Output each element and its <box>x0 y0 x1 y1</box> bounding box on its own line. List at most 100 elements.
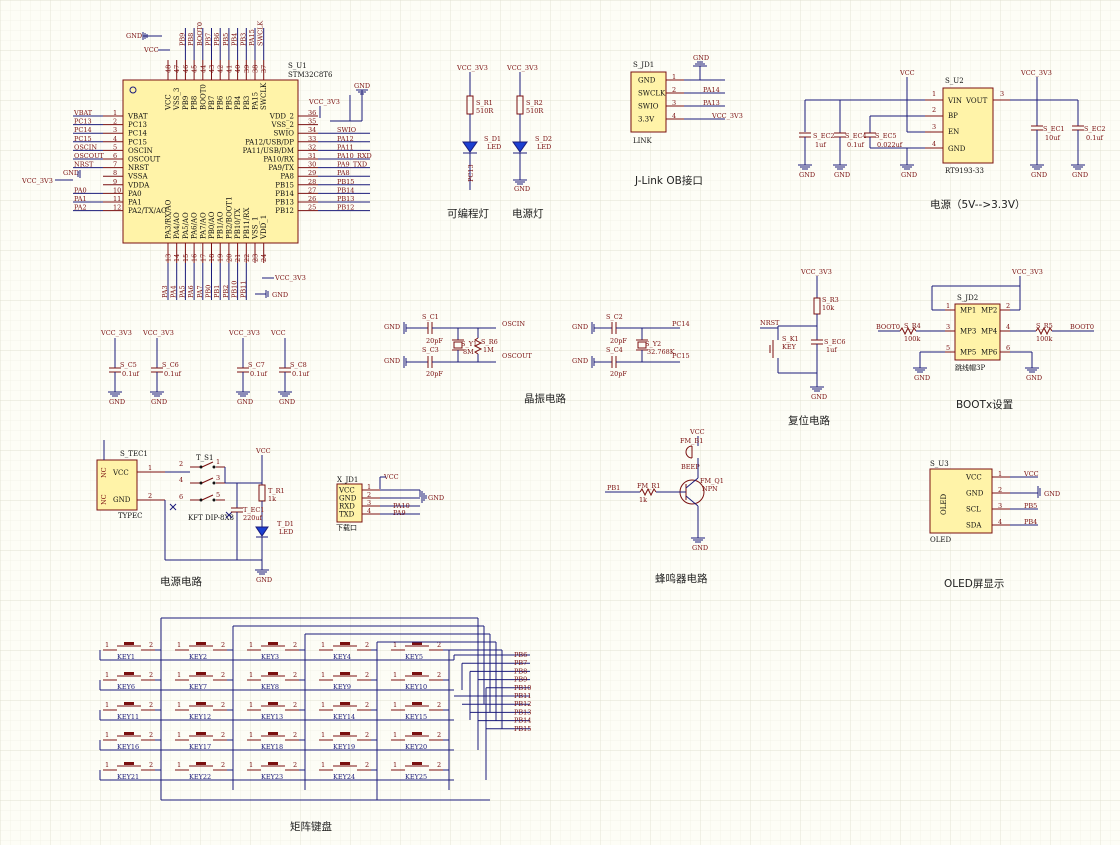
uart-pin-name: GND <box>339 495 357 503</box>
buzzer-icon[interactable] <box>685 445 693 459</box>
key-label: KEY11 <box>117 713 139 721</box>
key-label: KEY22 <box>189 773 211 781</box>
reset-key-val: KEY <box>782 343 797 351</box>
led2-diode-icon[interactable] <box>512 141 528 153</box>
boot-r4-val: 100k <box>904 335 920 343</box>
net-label: PB0 <box>205 285 213 298</box>
net-label: PB4 <box>1024 518 1037 526</box>
uart-connector[interactable] <box>336 483 363 523</box>
boot-net-right: BOOT0 <box>1070 323 1094 331</box>
reg-cap2-val: 0.022uf <box>877 141 903 149</box>
boot-pin-num: 3 <box>946 323 950 331</box>
crystal-icon[interactable] <box>453 341 463 349</box>
mcu-body[interactable] <box>122 79 299 244</box>
reg-pin-bp: BP <box>948 112 958 120</box>
mcu-pin-name: PA2/TX/AO <box>128 207 167 215</box>
key-pin: 1 <box>321 701 325 709</box>
reg-cap2-ref: S_EC5 <box>875 132 897 140</box>
oled-display[interactable] <box>929 468 993 534</box>
boot-jumper[interactable] <box>954 303 1001 361</box>
mcu-pin-num: 23 <box>252 254 260 262</box>
net-label: PB7 <box>205 33 213 46</box>
mcu-pin-name: PB12 <box>275 207 294 215</box>
keypad-net: PB15 <box>514 725 531 733</box>
cap-val: 0.1uf <box>164 370 182 378</box>
buzzer-r-val: 1k <box>639 496 647 504</box>
mcu-pin-name: PC15 <box>128 138 147 146</box>
dip-switch-lever[interactable] <box>201 494 214 501</box>
cap-net: VCC <box>270 329 286 337</box>
mcu-pin-num: 25 <box>308 204 316 212</box>
mcu-pin-num: 14 <box>173 254 181 262</box>
cap-val: 0.1uf <box>292 370 310 378</box>
key-pin: 2 <box>293 731 297 739</box>
keypad-net: PB7 <box>514 659 527 667</box>
key-pin: 1 <box>177 761 181 769</box>
mcu-pin-name: PC14 <box>128 130 148 138</box>
boot-gnd-left: GND <box>914 374 930 382</box>
net-label: PA4 <box>170 285 178 298</box>
dip-switch-lever[interactable] <box>201 461 214 468</box>
feedback-resistor[interactable] <box>473 337 483 355</box>
mcu-ref: S_U1 <box>288 62 307 70</box>
led1-diode-icon[interactable] <box>462 141 478 153</box>
buzzer-ref: FM_B1 <box>680 437 703 445</box>
crystal-val: 32.768K <box>647 348 675 356</box>
key-pin: 1 <box>177 701 181 709</box>
regulator-ic[interactable] <box>942 87 994 164</box>
gnd-label: GND <box>279 398 295 406</box>
oled-pin-name: SCL <box>966 506 981 514</box>
typec-pin2: 2 <box>148 492 152 500</box>
section-buzzer: 蜂鸣器电路 <box>655 572 708 585</box>
keypad-net: PB6 <box>514 651 527 659</box>
net-label: PA13 <box>703 99 720 107</box>
reg-cap1-val: 0.1uf <box>847 141 865 149</box>
typec-connector[interactable] <box>96 459 138 511</box>
dip-switch-lever[interactable] <box>201 477 214 484</box>
mcu-pin-num: 31 <box>308 152 316 160</box>
mcu-3v3-label: VCC_3V3 <box>308 98 340 106</box>
dip-pin-num: 5 <box>216 491 220 499</box>
boot-r5-ref: S_R5 <box>1036 322 1053 330</box>
crystal-icon[interactable] <box>637 341 647 349</box>
dip-pin-num: 4 <box>179 476 183 484</box>
mcu-pin-num: 37 <box>260 65 268 73</box>
jlink-connector[interactable] <box>630 71 667 133</box>
pwr-led-icon[interactable] <box>255 526 269 537</box>
mcu-pin-name: PB0/AO <box>208 211 216 239</box>
mcu-left-3v3-label: VCC_3V3 <box>21 177 53 185</box>
xtal-r-ref: S_R6 <box>481 338 498 346</box>
mcu-pin-num: 40 <box>234 65 242 73</box>
net-label: PA14 <box>703 86 720 94</box>
